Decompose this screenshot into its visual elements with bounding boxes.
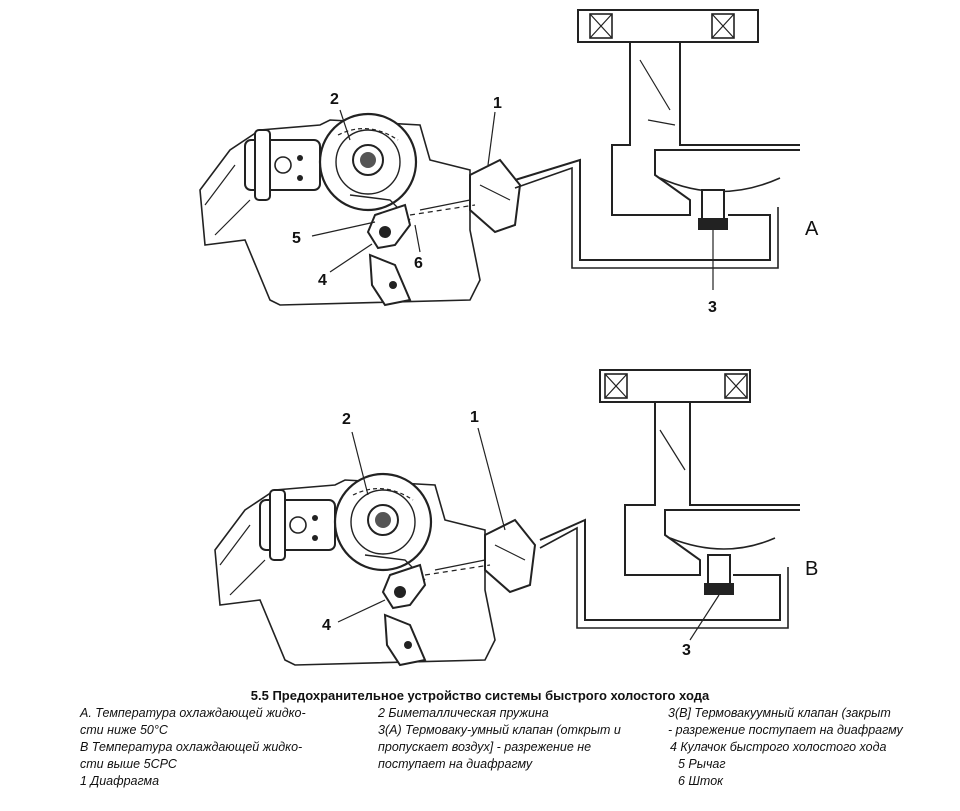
legend-column-3: 3(В] Термовакуумный клапан (закрыт - раз… xyxy=(668,705,953,790)
legend-line: пропускает воздух] - разрежение не xyxy=(378,740,592,754)
panel-a-label-2: 2 xyxy=(330,91,339,108)
legend-line: - разрежение поступает на диафрагму xyxy=(668,723,903,737)
panel-a-label-4: 4 xyxy=(318,272,327,289)
diagram-canvas: 2 1 5 4 6 3 A 2 1 4 3 B xyxy=(198,9,819,667)
panel-a-label-3: 3 xyxy=(708,299,717,316)
legend-line: 5 Рычаг xyxy=(678,757,726,771)
panel-a: 2 1 5 4 6 3 A xyxy=(198,9,819,316)
legend-line: 6 Шток xyxy=(678,774,724,788)
legend-line: 3(А) Термоваку-умный клапан (открыт и xyxy=(378,723,621,737)
legend-line: 4 Кулачок быстрого холостого хода xyxy=(670,740,887,754)
legend-line: 3(В] Термовакуумный клапан (закрыт xyxy=(668,706,891,720)
legend-line: поступает на диафрагму xyxy=(378,757,533,771)
panel-a-label-6: 6 xyxy=(414,255,423,272)
figure-caption-title: 5.5 Предохранительное устройство системы… xyxy=(250,688,710,703)
panel-b-label-2: 2 xyxy=(342,411,351,428)
panel-b-letter: B xyxy=(805,558,818,580)
legend-line: А. Температура охлаждающей жидко- xyxy=(80,706,306,720)
legend-line: 1 Диафрагма xyxy=(80,774,160,788)
legend-column-1: А. Температура охлаждающей жидко- сти ни… xyxy=(80,705,350,790)
legend-line: сти ниже 50°С xyxy=(80,723,168,737)
panel-b-label-4: 4 xyxy=(322,617,331,634)
legend-column-2: 2 Биметаллическая пружина 3(А) Термоваку… xyxy=(378,705,658,773)
panel-b-label-3: 3 xyxy=(682,642,691,659)
legend-line: В Температура охлаждающей жидко- xyxy=(80,740,303,754)
legend-line: 2 Биметаллическая пружина xyxy=(378,706,549,720)
panel-b-label-1: 1 xyxy=(470,409,479,426)
panel-a-label-5: 5 xyxy=(292,230,301,247)
legend-line: сти выше 5СРС xyxy=(80,757,177,771)
panel-a-label-1: 1 xyxy=(493,95,502,112)
panel-b: 2 1 4 3 B xyxy=(213,369,818,667)
panel-a-letter: A xyxy=(805,218,819,240)
